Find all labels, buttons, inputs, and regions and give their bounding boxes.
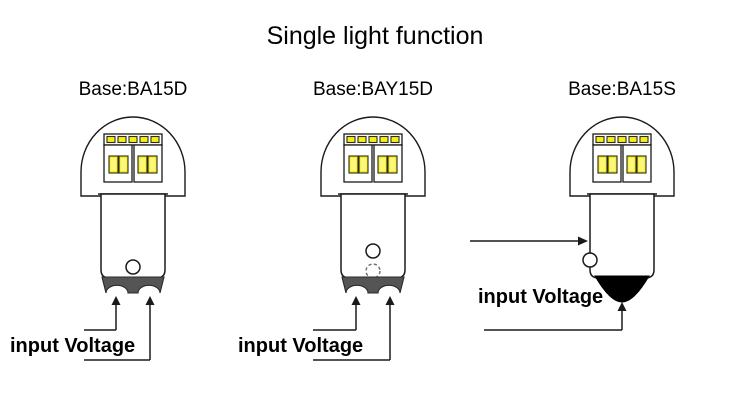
led-chip-top [139, 135, 149, 144]
led-chip-top [128, 135, 138, 144]
pin-indent [582, 252, 598, 268]
led-module [343, 133, 403, 183]
led-chip-top [368, 135, 378, 144]
led-chip-top [346, 135, 356, 144]
led-chip-top [106, 135, 116, 144]
led-chip-top [595, 135, 605, 144]
led-chip-top [117, 135, 127, 144]
led-chip-side-inner [599, 158, 606, 171]
glass-envelope [320, 116, 426, 197]
arrow-head-bulb-bay15d-1 [385, 296, 395, 305]
contact-band [101, 276, 165, 294]
base-label: Base:BA15S [568, 79, 676, 100]
led-chip-top [150, 135, 160, 144]
input-voltage-label: input Voltage [478, 286, 603, 308]
base-label: Base:BA15D [79, 79, 188, 100]
led-chip-side-inner [110, 158, 117, 171]
led-chip-side-inner [120, 158, 127, 171]
led-chip-top [617, 135, 627, 144]
led-chip-side-inner [628, 158, 635, 171]
led-chip-side-inner [609, 158, 616, 171]
input-voltage-label: input Voltage [10, 335, 135, 357]
page-title: Single light function [267, 22, 484, 50]
input-voltage-label: input Voltage [238, 335, 363, 357]
led-chip-side-inner [149, 158, 156, 171]
arrow-head-bulb-bay15d-0 [351, 296, 361, 305]
base-label: Base:BAY15D [313, 79, 433, 100]
led-chip-top [390, 135, 400, 144]
led-chip-side-inner [360, 158, 367, 171]
led-chip-side-inner [379, 158, 386, 171]
led-chip-side-inner [389, 158, 396, 171]
bulb-bay15d: Base:BAY15D input Voltage [238, 79, 433, 361]
contact-tip-black [594, 275, 650, 303]
glass-envelope [569, 116, 675, 197]
glass-envelope [80, 116, 186, 197]
arrow-head-bulb-ba15d-1 [145, 296, 155, 305]
led-chip-top [628, 135, 638, 144]
led-module [103, 133, 163, 183]
led-chip-side-inner [139, 158, 146, 171]
metal-base [589, 193, 655, 279]
led-chip-top [639, 135, 649, 144]
led-chip-top [606, 135, 616, 144]
bulb-ba15s: Base:BA15S input Voltage [470, 79, 676, 331]
led-chip-side-inner [638, 158, 645, 171]
arrow-head-bulb-ba15d-0 [111, 296, 121, 305]
pin-indent [125, 259, 141, 275]
pin-indent-dashed [365, 263, 381, 279]
led-chip-top [379, 135, 389, 144]
bulb-ba15d: Base:BA15D input Voltage [10, 79, 188, 361]
led-chip-top [357, 135, 367, 144]
arrow-head-bulb-ba15s-1 [617, 302, 627, 311]
contact-band [341, 276, 405, 294]
pin-indent [365, 243, 381, 259]
led-chip-side-inner [350, 158, 357, 171]
led-module [592, 133, 652, 183]
arrow-head-bulb-ba15s-0 [578, 236, 588, 246]
